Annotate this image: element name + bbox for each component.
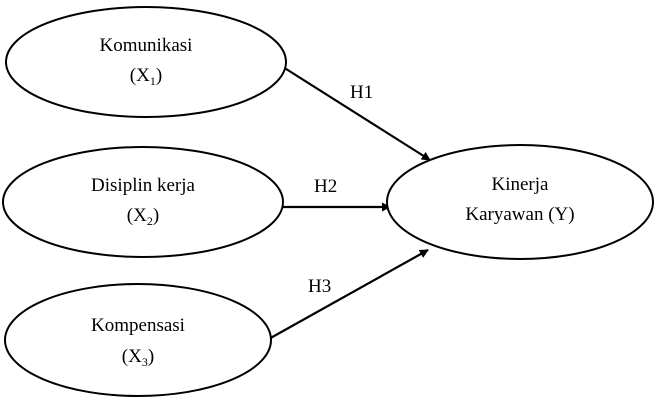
node-kompensasi: Kompensasi (X3) [4,283,272,397]
ellipse-komunikasi [5,6,287,118]
node-disiplin-kerja-symbol: (X2) [127,205,159,228]
ellipse-disiplin-kerja [2,146,284,258]
edge-label-h1: H1 [350,82,373,103]
node-disiplin-kerja: Disiplin kerja (X2) [2,146,284,258]
ellipse-kompensasi [4,283,272,397]
edge-h3: H3 [266,249,429,341]
node-disiplin-kerja-name: Disiplin kerja [91,175,196,196]
arrow-h1 [282,66,431,161]
edge-h1: H1 [282,66,431,161]
node-kompensasi-symbol: (X3) [122,346,154,369]
node-komunikasi-symbol: (X1) [130,65,162,88]
edge-label-h3: H3 [308,276,331,297]
node-komunikasi: Komunikasi (X1) [5,6,287,118]
edge-label-h2: H2 [314,176,337,197]
arrow-h3 [266,249,429,341]
node-kinerja-karyawan: Kinerja Karyawan (Y) [386,144,654,260]
node-komunikasi-name: Komunikasi [100,35,193,56]
node-kinerja-line2: Karyawan (Y) [465,204,574,225]
node-kompensasi-name: Kompensasi [91,315,185,336]
node-kinerja-line1: Kinerja [492,174,550,195]
edge-h2: H2 [281,176,391,212]
ellipse-kinerja-karyawan [386,144,654,260]
